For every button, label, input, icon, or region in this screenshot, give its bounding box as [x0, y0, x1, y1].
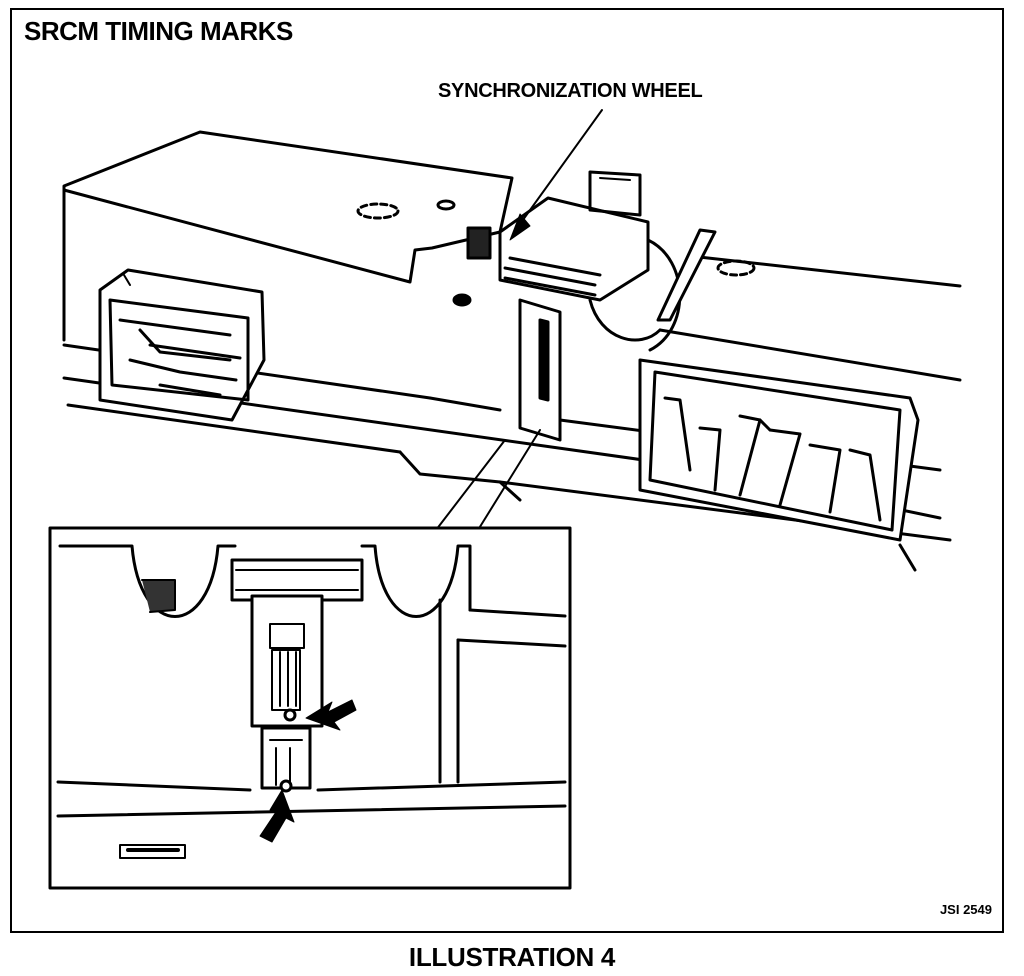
sync-wheel-housing [466, 170, 717, 442]
figure-id: JSI 2549 [939, 902, 992, 917]
detail-leader-lines [435, 429, 541, 531]
callout-leader [509, 109, 603, 241]
figure-caption: ILLUSTRATION 4 [408, 942, 616, 972]
timing-mark-arrows [259, 699, 357, 843]
figure-title: SRCM TIMING MARKS [24, 16, 293, 46]
left-connector [98, 268, 266, 422]
right-connector [638, 358, 920, 542]
inset-detail [48, 526, 572, 890]
figure-frame [10, 8, 1004, 933]
arrow-icon [259, 789, 295, 843]
arrow-icon [305, 699, 357, 731]
synchronization-wheel-label: SYNCHRONIZATION WHEEL [438, 80, 703, 102]
